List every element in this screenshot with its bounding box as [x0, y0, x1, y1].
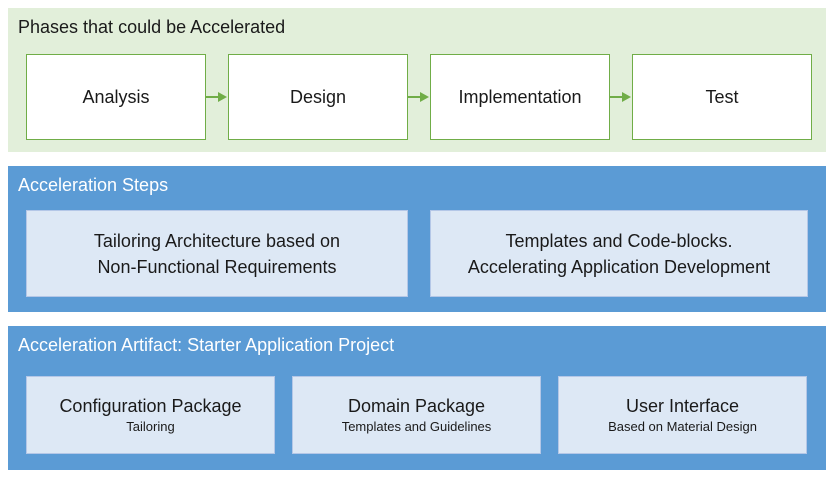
steps-title: Acceleration Steps	[18, 175, 169, 195]
arrow-right-icon	[206, 92, 227, 102]
artifact-item-title: Configuration Package	[59, 396, 242, 416]
artifact-item-title: Domain Package	[347, 396, 486, 416]
steps-section: Acceleration Steps Tailoring Architectur…	[8, 166, 826, 312]
artifact-item-subtitle: Tailoring	[126, 419, 175, 434]
step-templates-box: Templates and Code-blocks. Accelerating …	[430, 210, 808, 297]
phase-test-box: Test	[632, 54, 812, 140]
step-line: Tailoring Architecture based on	[93, 230, 341, 251]
user-interface-box: User Interface Based on Material Design	[558, 376, 807, 454]
step-line: Templates and Code-blocks.	[505, 230, 733, 251]
phase-label: Analysis	[82, 86, 150, 107]
configuration-package-box: Configuration Package Tailoring	[26, 376, 275, 454]
step-architecture-box: Tailoring Architecture based on Non-Func…	[26, 210, 408, 297]
step-line: Non-Functional Requirements	[97, 256, 337, 277]
phase-label: Implementation	[458, 86, 582, 107]
phases-title: Phases that could be Accelerated	[18, 17, 286, 37]
phase-label: Test	[705, 86, 739, 107]
artifact-item-subtitle: Templates and Guidelines	[341, 419, 492, 434]
arrow-right-icon	[408, 92, 429, 102]
phases-section: Phases that could be Accelerated Analysi…	[8, 8, 826, 152]
arrow-right-icon	[610, 92, 631, 102]
artifact-section: Acceleration Artifact: Starter Applicati…	[8, 326, 826, 470]
artifact-item-title: User Interface	[625, 396, 740, 416]
phase-analysis-box: Analysis	[26, 54, 206, 140]
artifact-title: Acceleration Artifact: Starter Applicati…	[18, 335, 395, 355]
artifact-item-subtitle: Based on Material Design	[608, 419, 757, 434]
domain-package-box: Domain Package Templates and Guidelines	[292, 376, 541, 454]
step-line: Accelerating Application Development	[467, 256, 771, 277]
phase-design-box: Design	[228, 54, 408, 140]
phase-implementation-box: Implementation	[430, 54, 610, 140]
phase-label: Design	[289, 86, 347, 107]
